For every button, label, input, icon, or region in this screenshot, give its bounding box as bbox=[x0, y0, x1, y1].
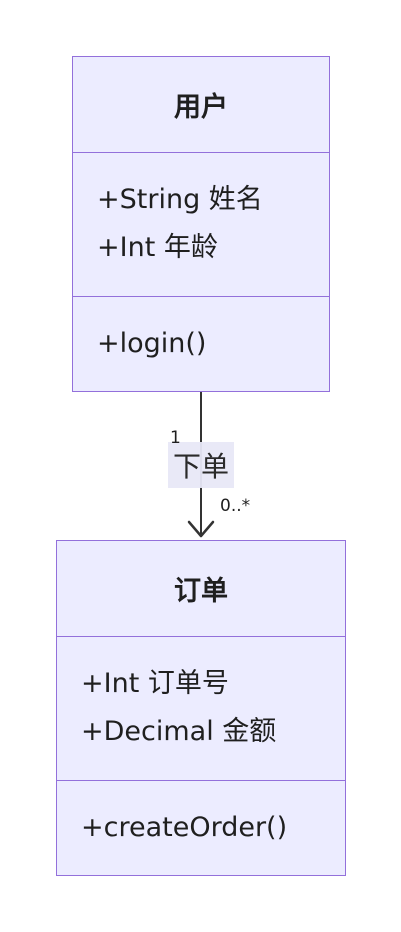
association-label: 下单 bbox=[168, 442, 234, 488]
class-methods: +login() bbox=[73, 297, 329, 393]
attribute-row: +String 姓名 bbox=[97, 184, 263, 215]
class-attributes: +String 姓名 +Int 年龄 bbox=[73, 153, 329, 297]
attribute-row: +Int 订单号 bbox=[81, 668, 229, 699]
class-box-order[interactable]: 订单 +Int 订单号 +Decimal 金额 +createOrder() bbox=[56, 540, 346, 876]
attribute-row: +Decimal 金额 bbox=[81, 716, 277, 747]
method-row: +login() bbox=[97, 328, 207, 359]
class-box-user[interactable]: 用户 +String 姓名 +Int 年龄 +login() bbox=[72, 56, 330, 392]
class-name: 订单 bbox=[57, 541, 345, 637]
source-multiplicity: 1 bbox=[170, 428, 181, 448]
attribute-row: +Int 年龄 bbox=[97, 232, 218, 263]
method-row: +createOrder() bbox=[81, 812, 288, 843]
class-methods: +createOrder() bbox=[57, 781, 345, 877]
arrowhead-icon bbox=[187, 520, 215, 538]
class-attributes: +Int 订单号 +Decimal 金额 bbox=[57, 637, 345, 781]
target-multiplicity: 0..* bbox=[220, 496, 251, 516]
class-name: 用户 bbox=[73, 57, 329, 153]
